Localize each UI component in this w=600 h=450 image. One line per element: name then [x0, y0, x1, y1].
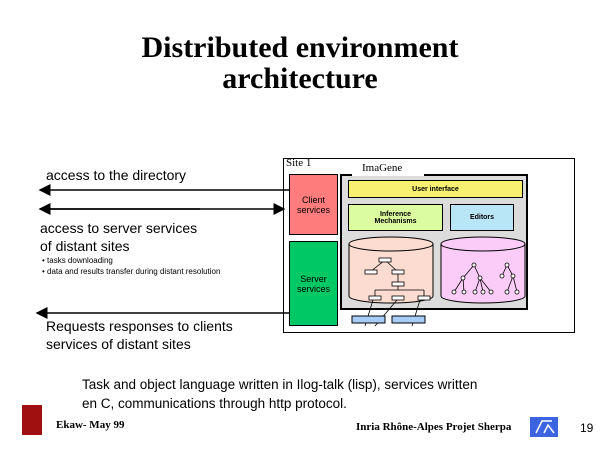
inference-label: Inference [379, 210, 412, 218]
imagene-label: ImaGene [352, 162, 424, 176]
footer-right: Inria Rhône-Alpes Projet Sherpa [356, 421, 512, 433]
label-access-directory: access to the directory [46, 167, 187, 183]
bullet-tasks: • tasks downloading [42, 256, 113, 265]
label-access-server-2: of distant sites [40, 238, 130, 254]
label-requests: Requests responses to clients [46, 318, 233, 334]
client-label: Client [301, 194, 325, 205]
task-database-cylinder [348, 236, 434, 327]
user-interface-box: User interface [348, 180, 523, 198]
bullet-data: • data and results transfer during dista… [42, 267, 221, 276]
title-line: architecture [222, 62, 378, 95]
label-requests-2: services of distant sites [46, 336, 191, 352]
site-box [283, 158, 575, 333]
footer-left: Ekaw- May 99 [56, 419, 125, 431]
client-label: services [296, 204, 330, 215]
site-label: Site 1 [286, 157, 312, 169]
inference-label: Mechanisms [374, 217, 417, 225]
server-label: Server [300, 273, 327, 284]
title-line: Distributed environment [141, 31, 459, 64]
editors-box: Editors [450, 204, 514, 231]
note-line-1: Task and object language written in Ilog… [82, 377, 478, 392]
eran-logo [22, 405, 42, 435]
page-number: 19 [580, 421, 594, 435]
remote-task-block [351, 315, 386, 324]
server-label: services [296, 283, 330, 294]
remote-task-block [391, 315, 426, 324]
databases [348, 236, 526, 327]
object-database-cylinder [440, 236, 526, 304]
note-line-2: en C, communications through http protoc… [82, 396, 347, 411]
label-access-server: access to server services [40, 220, 198, 236]
inria-logo [530, 417, 558, 437]
